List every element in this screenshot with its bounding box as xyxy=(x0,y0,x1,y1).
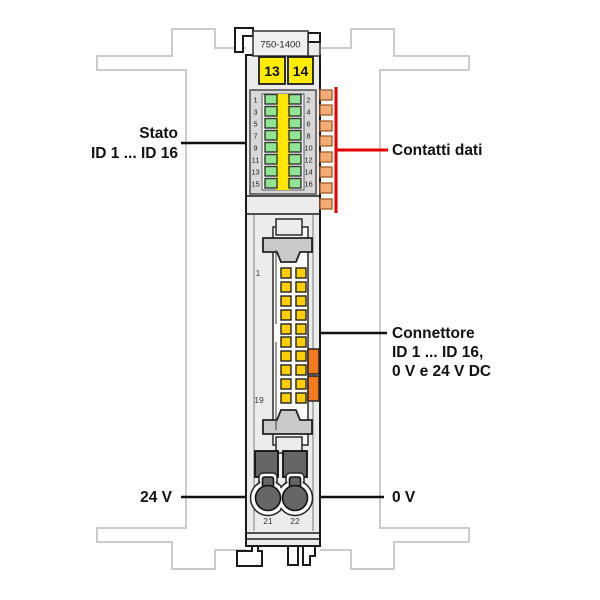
connector-pin xyxy=(280,295,292,307)
led-indicator xyxy=(288,153,302,165)
connector-pin xyxy=(280,309,292,321)
data-contact-tab xyxy=(319,89,333,101)
status-label-line1: Stato xyxy=(139,125,178,142)
data-contact-tab xyxy=(319,135,333,147)
address-box-13 xyxy=(258,56,286,85)
led-indicator xyxy=(288,93,302,105)
rail-hook-foot xyxy=(236,545,263,567)
connector-latch-orange xyxy=(307,348,320,375)
connector-label-line3: 0 V e 24 V DC xyxy=(392,363,491,380)
led-indicator xyxy=(288,141,302,153)
address-box-14 xyxy=(287,56,314,85)
connector-pin xyxy=(295,295,307,307)
data-contact-tab xyxy=(319,198,333,210)
led-number: 13 xyxy=(251,168,259,177)
cage-clamp-terminal-22 xyxy=(281,484,309,512)
connector-pin xyxy=(280,281,292,293)
supply-0v-label: 0 V xyxy=(392,489,416,506)
cage-clamp-terminal-21 xyxy=(254,484,282,512)
status-label-line2: ID 1 ... ID 16 xyxy=(91,145,178,162)
led-indicator xyxy=(264,153,278,165)
led-indicator xyxy=(264,141,278,153)
led-number: 9 xyxy=(253,144,257,153)
led-number: 11 xyxy=(252,156,260,165)
led-indicator xyxy=(264,177,278,189)
led-number: 7 xyxy=(253,132,257,141)
address-14-label: 14 xyxy=(293,63,309,79)
connector-label-line1: Connettore xyxy=(392,325,475,342)
connector-pin xyxy=(280,378,292,390)
data-contact-tab xyxy=(319,120,333,132)
led-indicator xyxy=(264,165,278,177)
address-13-label: 13 xyxy=(264,63,280,79)
led-number: 5 xyxy=(253,120,257,129)
led-number: 8 xyxy=(306,132,310,141)
top-right-hook xyxy=(307,32,321,43)
connector-pin xyxy=(280,392,292,404)
terminal-22-label: 22 xyxy=(290,516,300,526)
led-number: 6 xyxy=(306,120,310,129)
right-neighbor-outline xyxy=(320,28,470,570)
led-number: 3 xyxy=(253,108,257,117)
led-indicator xyxy=(288,165,302,177)
connector-pin xyxy=(295,350,307,362)
connector-pin xyxy=(295,323,307,335)
left-neighbor-outline xyxy=(96,28,246,570)
connector-pin xyxy=(295,378,307,390)
connector-pin xyxy=(280,364,292,376)
led-number: 14 xyxy=(304,168,312,177)
led-indicator xyxy=(264,129,278,141)
top-left-hook xyxy=(234,27,254,53)
connector-pin xyxy=(295,364,307,376)
rail-step-foot xyxy=(302,545,316,566)
led-indicator xyxy=(264,93,278,105)
connector-label-line2: ID 1 ... ID 16, xyxy=(392,344,483,361)
led-yellow-strip xyxy=(276,94,290,190)
pin-19-label: 19 xyxy=(254,395,264,405)
data-contact-tab xyxy=(319,182,333,194)
led-number: 1 xyxy=(253,96,257,105)
pin-1-label: 1 xyxy=(256,268,261,278)
data-contact-tab xyxy=(319,166,333,178)
model-plate xyxy=(252,30,309,57)
connector-pin xyxy=(295,336,307,348)
connector-pin xyxy=(295,267,307,279)
led-number: 10 xyxy=(304,144,312,153)
supply-24v-label: 24 V xyxy=(140,489,173,506)
led-number: 12 xyxy=(304,156,312,165)
led-number: 2 xyxy=(306,96,310,105)
led-number: 15 xyxy=(251,180,259,189)
connector-top-cap xyxy=(275,218,303,236)
top-right-step xyxy=(307,41,321,57)
connector-top-latch xyxy=(262,237,313,263)
terminal-21-label: 21 xyxy=(263,516,273,526)
data-contact-tab xyxy=(319,104,333,116)
connector-latch-orange xyxy=(307,375,320,402)
led-number: 4 xyxy=(306,108,310,117)
led-indicator xyxy=(288,105,302,117)
model-label: 750-1400 xyxy=(260,40,300,51)
rail-prong-foot xyxy=(287,545,299,566)
data-contact-tab xyxy=(319,151,333,163)
connector-bottom-latch xyxy=(262,409,313,435)
connector-pin xyxy=(280,323,292,335)
connector-pin xyxy=(280,336,292,348)
led-indicator xyxy=(288,177,302,189)
led-indicator xyxy=(288,117,302,129)
connector-pin xyxy=(280,267,292,279)
connector-pin xyxy=(295,281,307,293)
connector-pin xyxy=(295,309,307,321)
led-number: 16 xyxy=(304,180,312,189)
connector-pin xyxy=(295,392,307,404)
connector-pin xyxy=(280,350,292,362)
led-indicator xyxy=(264,117,278,129)
led-indicator xyxy=(264,105,278,117)
data-contacts-label: Contatti dati xyxy=(392,142,482,159)
led-indicator xyxy=(288,129,302,141)
